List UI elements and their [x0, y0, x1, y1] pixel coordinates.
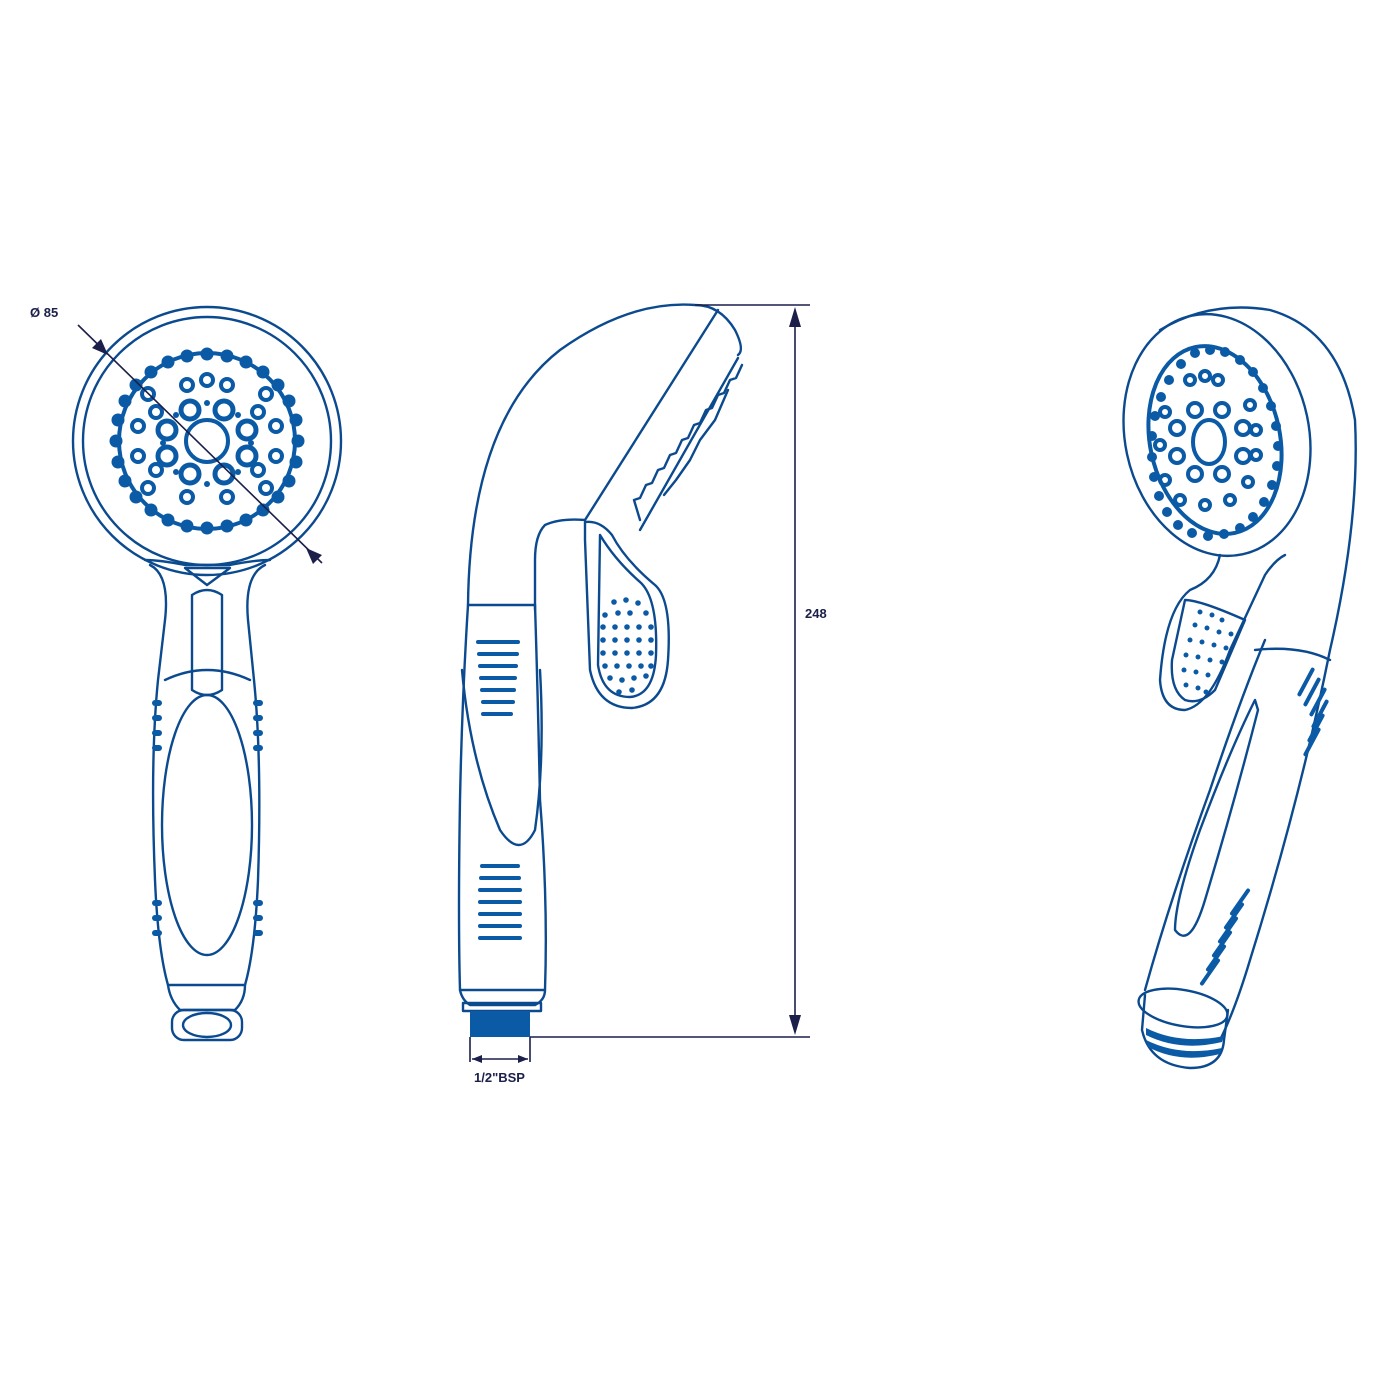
- perspective-thread: [1146, 1028, 1224, 1058]
- thread: [470, 1011, 530, 1037]
- side-grip-ribs: [476, 640, 522, 940]
- trigger-dots: [600, 597, 654, 695]
- outer-nozzle-ring: [109, 347, 305, 535]
- front-view: [71, 305, 343, 1042]
- perspective-trigger-dots: [1181, 609, 1234, 695]
- thread-label: 1/2"BSP: [474, 1070, 525, 1085]
- front-grip-ribs: [152, 700, 263, 936]
- perspective-inner-nozzles: [1153, 369, 1263, 512]
- side-view: [457, 303, 810, 1063]
- inner-nozzles: [155, 398, 259, 486]
- diameter-label: Ø 85: [30, 305, 59, 320]
- height-label: 248: [805, 606, 827, 621]
- middle-nozzles: [130, 372, 284, 505]
- perspective-view: [1122, 306, 1357, 1070]
- perspective-outer-nozzles: [1147, 345, 1283, 541]
- side-nozzle-face: [632, 363, 744, 522]
- perspective-grip-ribs: [1199, 667, 1329, 986]
